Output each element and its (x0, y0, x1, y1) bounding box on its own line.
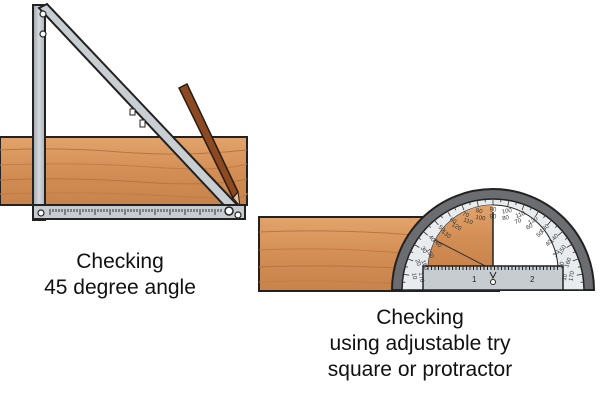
protractor-tick (566, 244, 573, 248)
protractor-tick (440, 215, 443, 219)
protractor-tick (576, 273, 583, 276)
caption-right-line-3: square or protractor (327, 358, 513, 381)
protractor-tick (403, 273, 410, 276)
protractor-number-outer: 10 (410, 272, 417, 280)
protractor-number-inner: 170 (417, 272, 425, 284)
ruler-label-1: 1 (472, 275, 477, 284)
protractor-tick (515, 201, 517, 206)
protractor-number-outer: 150 (558, 244, 569, 256)
protractor-tick (410, 251, 414, 254)
protractor-number-inner: 30 (552, 249, 561, 258)
protractor-tick (404, 266, 409, 268)
protractor-number-outer: 40 (427, 234, 436, 243)
protractor-number-inner: 90 (490, 215, 497, 221)
protractor-tick (529, 207, 532, 211)
caption-left-line-1: Checking (76, 250, 164, 273)
protractor-number-inner: 100 (475, 215, 487, 223)
protractor-tick (469, 201, 471, 206)
protractor-tick (418, 237, 422, 240)
protractor-number-outer: 140 (549, 233, 560, 245)
protractor-number-outer: 80 (475, 208, 483, 215)
protractor-tick (564, 237, 568, 240)
protractor-tick (547, 220, 552, 226)
caption-right-line-1: Checking (376, 306, 464, 329)
protractor-number-outer: 20 (413, 259, 421, 268)
protractor-number-outer: 170 (569, 270, 577, 282)
protractor-number-inner: 120 (450, 222, 462, 233)
protractor-tick (557, 231, 563, 236)
pencil (177, 82, 241, 208)
protractor-tick (572, 251, 576, 254)
protractor-number-inner: 60 (525, 223, 534, 232)
protractor-tick (423, 231, 429, 236)
protractor-number-outer: 160 (564, 256, 573, 268)
protractor-number-outer: 30 (419, 246, 428, 255)
protractor-number-outer: 120 (527, 216, 539, 227)
protractor-tick (413, 244, 420, 248)
protractor-tick (554, 225, 558, 229)
protractor-number-inner: 160 (419, 259, 428, 271)
protractor-number-inner: 130 (440, 229, 452, 240)
protractor-tick (454, 207, 457, 211)
caption-left-line-2: 45 degree angle (44, 276, 196, 299)
protractor-number-outer: 60 (448, 217, 457, 226)
protractor-number-inner: 10 (562, 273, 569, 281)
protractor-tick (543, 215, 546, 219)
protractor-number-inner: 20 (558, 260, 566, 269)
protractor-tick (476, 200, 479, 207)
protractor-number-outer: 70 (461, 211, 470, 219)
try-square-left (32, 2, 246, 221)
protractor-number-inner: 80 (502, 215, 510, 222)
protractor-number-inner: 140 (431, 238, 442, 250)
protractor-number-outer: 100 (502, 208, 514, 216)
caption-right-line-2: using adjustable try (329, 332, 511, 355)
protractor-tick (572, 258, 579, 262)
protractor-number-inner: 50 (536, 230, 545, 239)
protractor-tick (428, 225, 432, 229)
protractor-number-inner: 70 (514, 218, 523, 226)
protractor-tick (447, 210, 451, 217)
protractor-number-outer: 130 (539, 223, 551, 234)
caption-right: Checking using adjustable try square or … (290, 305, 550, 383)
protractor-number-inner: 150 (424, 248, 435, 260)
protractor-number-outer: 50 (437, 225, 446, 234)
protractor-tick (407, 258, 414, 262)
protractor-number-inner: 110 (462, 217, 474, 226)
protractor-tick (535, 210, 539, 217)
protractor-tick (507, 200, 510, 207)
protractor-tick (461, 204, 465, 211)
protractor-tick (521, 204, 525, 211)
protractor-tick (434, 220, 439, 226)
ruler-label-2: 2 (530, 275, 535, 284)
protractor-number-inner: 40 (545, 238, 554, 247)
caption-left: Checking 45 degree angle (20, 249, 220, 301)
protractor-tick (577, 266, 582, 268)
protractor-number-outer: 90 (490, 208, 497, 214)
protractor-number-outer: 110 (515, 211, 527, 220)
